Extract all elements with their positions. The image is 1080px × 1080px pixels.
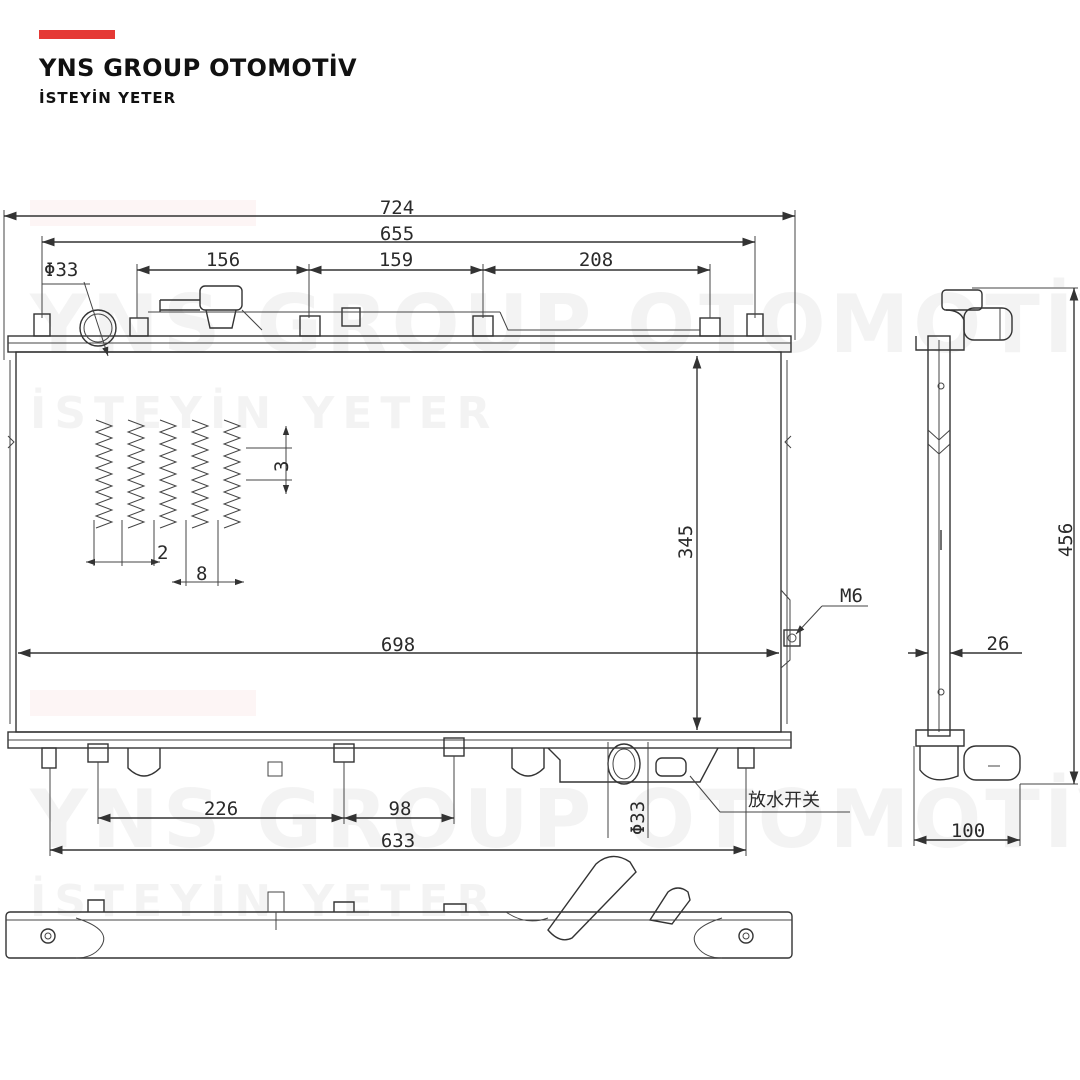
dim-outlet-diameter: Φ33	[627, 801, 649, 835]
fin-detail	[86, 419, 292, 586]
bottom-view-outlet-pipe	[547, 855, 637, 941]
bottom-view	[5, 855, 793, 959]
dim-226: 226	[204, 798, 238, 820]
dim-698: 698	[381, 634, 415, 656]
side-inlet-pipe	[963, 307, 1013, 341]
dim-456: 456	[1055, 523, 1077, 557]
dim-26: 26	[987, 633, 1010, 655]
dim-inlet-diameter: Φ33	[44, 259, 78, 281]
dim-633: 633	[381, 830, 415, 852]
side-filler-cap	[941, 289, 983, 311]
drain-valve	[655, 757, 687, 777]
dim-fin-pitch: 3	[271, 461, 293, 472]
dim-100: 100	[951, 820, 985, 842]
watermark-slogan-bottom: İSTEYİN YETER	[30, 880, 498, 924]
dim-tube-pitch: 8	[196, 563, 207, 585]
front-view: 724 655 156 159 208 Φ33 3 2 8 345 698 M6…	[3, 197, 868, 856]
brand-name: YNS GROUP OTOMOTİV	[39, 54, 357, 82]
dim-345: 345	[675, 525, 697, 559]
bottom-view-tank	[5, 911, 793, 959]
dim-fin-gap: 2	[157, 542, 168, 564]
dim-724: 724	[380, 197, 414, 219]
bolt-m6	[783, 629, 801, 647]
drain-valve-label: 放水开关	[748, 790, 820, 811]
top-tank	[7, 335, 792, 353]
watermark-brand-top: YNS GROUP OTOMOTİV	[30, 285, 1080, 365]
filler-cap	[199, 285, 243, 311]
watermark-bar-bottom	[30, 690, 256, 716]
radiator-core	[15, 351, 782, 733]
dim-655: 655	[380, 223, 414, 245]
side-view: 456 26 100	[908, 287, 1079, 846]
brand-slogan: İSTEYİN YETER	[39, 89, 177, 107]
dim-156: 156	[206, 249, 240, 271]
side-outlet-pipe	[963, 745, 1021, 781]
dim-208: 208	[579, 249, 613, 271]
dim-bolt-thread: M6	[840, 585, 863, 607]
dim-159: 159	[379, 249, 413, 271]
brand-accent-bar	[39, 30, 115, 39]
side-tank-body	[927, 335, 951, 737]
dim-98: 98	[389, 798, 412, 820]
inlet-pipe	[79, 309, 117, 347]
